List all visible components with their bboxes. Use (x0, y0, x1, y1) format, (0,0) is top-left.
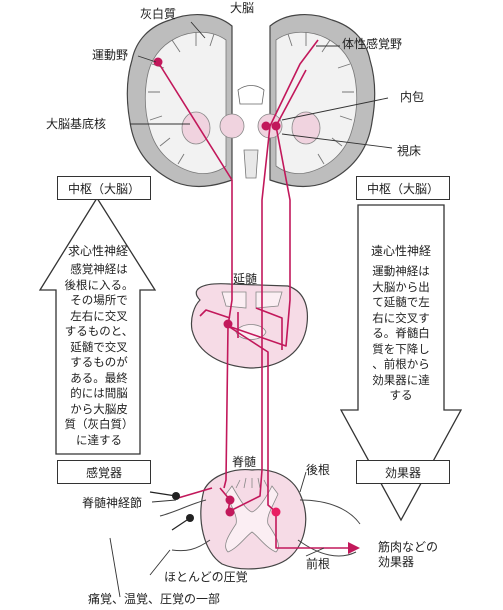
label-cerebrum: 大脳 (230, 1, 255, 15)
cord-motor-neuron (271, 507, 281, 517)
label-thalamus: 視床 (397, 144, 422, 158)
label-somatosensory-area: 体性感覚野 (342, 37, 403, 51)
motor-pathway (157, 61, 348, 549)
label-basal-ganglia: 大脳基底核 (46, 117, 107, 131)
motor-cortex-neuron (153, 57, 163, 67)
effector-arrowhead (348, 542, 360, 554)
label-effector-note: 筋肉などの 効果器 (378, 540, 439, 569)
box-center-left: 中枢（大脳） (57, 176, 151, 200)
label-spinal-ganglion: 脊髄神経節 (82, 496, 143, 510)
box-center-right: 中枢（大脳） (356, 176, 450, 200)
basal-ganglia-left (181, 111, 211, 145)
medulla-neuron (223, 319, 233, 329)
label-gray-matter: 灰白質 (140, 7, 177, 21)
label-dorsal-root: 後根 (306, 463, 331, 477)
internal-tract (199, 307, 283, 350)
cord-neuron-2 (225, 507, 235, 517)
label-internal-capsule: 内包 (400, 90, 425, 104)
box-sensory-organ: 感覚器 (57, 460, 151, 484)
label-pressure-mostly: ほとんどの圧覚 (164, 570, 248, 584)
brain-ventricles (237, 85, 265, 105)
afferent-text: 感覚神経は 後根に入る。 その場所で 左右に交叉 するものと、 延髄で交叉 する… (64, 262, 134, 447)
thalamus-left (219, 113, 245, 139)
brain (126, 14, 376, 188)
box-effector: 効果器 (356, 460, 450, 484)
label-motor-area: 運動野 (92, 48, 129, 62)
dorsal-root-entry (177, 487, 213, 499)
label-pain-temp-pressure: 痛覚、温覚、圧覚の一部 (88, 592, 221, 606)
label-ventral-root: 前根 (306, 557, 331, 571)
cord-neuron-1 (225, 495, 235, 505)
spinal-cord-section (159, 469, 361, 570)
efferent-text: 運動神経は 大脳から出 て延髄で左 右に交叉す る。脊髄白 質を下降し 、前根か… (372, 264, 430, 402)
label-spinal-cord: 脊髄 (232, 455, 257, 469)
sensory-pathway-crossing-in-medulla (223, 69, 307, 489)
leader-lines (109, 21, 393, 598)
thalamus-neuron-2 (271, 121, 281, 131)
medulla-section (190, 283, 309, 369)
afferent-title: 求心性神経 (67, 244, 128, 258)
afferent-arrow (38, 196, 157, 455)
efferent-title: 遠心性神経 (370, 244, 431, 258)
thalamus-neuron-1 (261, 121, 271, 131)
label-medulla: 延髄 (233, 272, 258, 286)
